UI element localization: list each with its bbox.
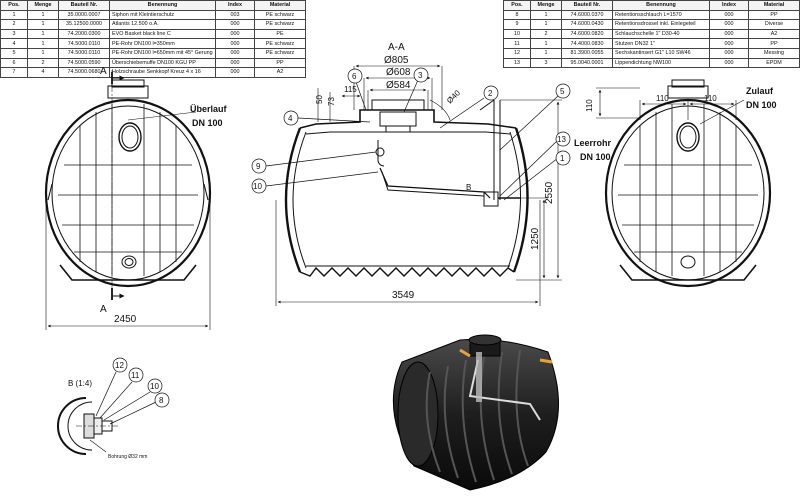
dim-115-text: 115 [344, 85, 357, 94]
dimension-2450-text: 2450 [114, 314, 137, 325]
bom-cell-material: A2 [254, 67, 306, 78]
diameter-dims [317, 64, 451, 122]
balloon-13: 13 [557, 135, 566, 144]
zulauf-dn-label: DN 100 [746, 100, 777, 110]
dim-1250-text: 1250 [530, 227, 541, 250]
balloon-6: 6 [352, 72, 357, 81]
height-dims [500, 99, 562, 281]
right-view-dims [596, 87, 737, 120]
detail-b-marker: B [466, 183, 471, 192]
balloons-center [251, 67, 571, 201]
section-marker-bottom: A [100, 304, 107, 315]
section-marker-top: A [100, 66, 107, 77]
balloon-2: 2 [488, 89, 493, 98]
section-line-a [111, 70, 125, 300]
bom-table-right: Pos. Menge Bauteil Nr. Benennung Index M… [503, 0, 800, 69]
dim-40-text: Ø40 [445, 88, 462, 105]
dim-73-text: 73 [327, 97, 336, 106]
detail-balloon-11: 11 [131, 371, 140, 380]
dimension-3549 [275, 200, 541, 306]
bom-cell-material: EPDM [748, 57, 800, 69]
balloons-detail-b [95, 357, 170, 425]
dim-805-text: Ø805 [384, 55, 409, 66]
detail-b-view [57, 397, 120, 455]
left-end-view [44, 79, 212, 288]
dim-608-text: Ø608 [386, 67, 411, 78]
section-aa-title: A-A [388, 42, 405, 53]
balloon-3: 3 [418, 71, 423, 80]
bom-header-row: Pos. Menge Bauteil Nr. Benennung Index M… [503, 0, 800, 11]
ueberlauf-label: Überlauf [190, 104, 228, 114]
bom-header-row: Pos. Menge Bauteil Nr. Benennung Index M… [0, 0, 306, 11]
leerrohr-label: Leerrohr [574, 138, 612, 148]
dim-110-h1: 110 [656, 94, 669, 103]
dim-110-h2: 110 [704, 94, 717, 103]
zulauf-label: Zulauf [746, 86, 774, 96]
ueberlauf-dn-label: DN 100 [192, 118, 223, 128]
dim-584-text: Ø584 [386, 80, 411, 91]
balloon-10: 10 [253, 182, 262, 191]
balloon-4: 4 [288, 114, 293, 123]
detail-balloon-12: 12 [115, 361, 124, 370]
dimension-3549-text: 3549 [392, 290, 415, 301]
bohrung-label: Bohrung Ø32 mm [108, 454, 147, 460]
section-aa-view [284, 99, 529, 277]
dim-2550-text: 2550 [544, 181, 555, 204]
dim-110-vertical: 110 [585, 99, 594, 112]
dim-50-text: 50 [315, 95, 324, 104]
detail-b-title: B (1:4) [68, 379, 92, 388]
detail-balloon-10: 10 [150, 382, 159, 391]
dimension-2450 [45, 200, 211, 330]
bom-table-left: Pos. Menge Bauteil Nr. Benennung Index M… [0, 0, 306, 78]
leerrohr-dn-label: DN 100 [580, 152, 611, 162]
balloon-1: 1 [560, 154, 565, 163]
tank-3d-render [392, 334, 559, 491]
detail-balloon-8: 8 [159, 396, 164, 405]
balloon-5: 5 [560, 87, 565, 96]
balloon-9: 9 [256, 162, 261, 171]
right-end-view [604, 79, 772, 288]
